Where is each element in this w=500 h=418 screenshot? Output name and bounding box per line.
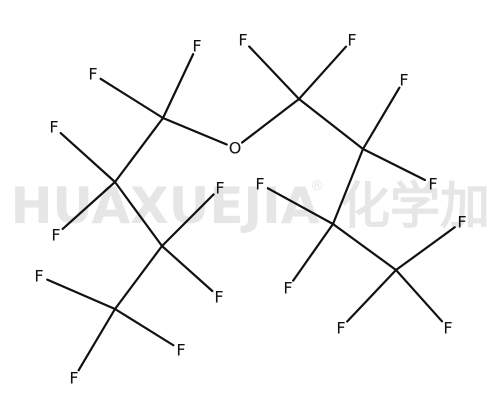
atom-label-f7: F — [34, 267, 43, 286]
watermark-registered-mark: ® — [310, 178, 324, 194]
atom-label-o1: O — [229, 139, 242, 158]
bond-o1-c1 — [161, 116, 228, 146]
bond-c5-f10 — [248, 45, 301, 101]
bond-c6-c7 — [331, 147, 365, 226]
bond-c7-f15 — [292, 222, 335, 282]
atom-label-f5: F — [215, 179, 224, 198]
bond-c3-c4 — [113, 244, 164, 311]
bond-c8-f17 — [346, 268, 398, 323]
bond-c7-f14 — [266, 187, 335, 226]
bond-c8-f16 — [394, 226, 456, 272]
bond-c2-f4 — [61, 180, 117, 231]
bond-c7-c8 — [331, 222, 398, 272]
bond-c2-f3 — [59, 131, 117, 184]
bond-c5-c6 — [297, 97, 365, 151]
bond-c3-f6 — [160, 244, 214, 293]
bond-c4-f7 — [46, 278, 117, 311]
bond-c2-c3 — [113, 180, 164, 248]
atom-label-f16: F — [457, 213, 466, 232]
atom-label-f6: F — [214, 288, 223, 307]
atom-label-f14: F — [255, 175, 264, 194]
atom-label-f12: F — [399, 71, 408, 90]
bond-c4-f8 — [113, 307, 175, 347]
bond-c5-f11 — [297, 45, 348, 101]
atom-label-f17: F — [336, 319, 345, 338]
atom-label-f9: F — [69, 369, 78, 388]
bond-c1-f2 — [99, 77, 165, 120]
atom-label-f8: F — [176, 341, 185, 360]
bond-c1-c2 — [113, 116, 165, 184]
bond-c8-f18 — [394, 268, 444, 323]
watermark-cjk-text: 化学加 — [340, 177, 490, 235]
atom-label-f10: F — [238, 31, 247, 50]
bond-c6-f12 — [361, 86, 401, 151]
atom-label-f13: F — [428, 175, 437, 194]
atom-label-f15: F — [283, 279, 292, 298]
atom-label-f1: F — [192, 37, 201, 56]
atom-label-f3: F — [49, 118, 58, 137]
atom-label-f18: F — [443, 319, 452, 338]
bond-c1-f1 — [161, 53, 195, 120]
atom-label-f4: F — [51, 226, 60, 245]
bond-o1-c5 — [241, 97, 301, 144]
bond-layer — [46, 45, 456, 372]
atom-label-f11: F — [347, 31, 356, 50]
watermark: HUAXUEJIA ® 化学加 — [11, 177, 490, 235]
watermark-text: HUAXUEJIA — [11, 177, 320, 235]
bond-c3-f5 — [160, 193, 215, 248]
bond-c6-f13 — [361, 147, 427, 182]
bond-c4-f9 — [77, 307, 117, 372]
atom-label-f2: F — [88, 65, 97, 84]
